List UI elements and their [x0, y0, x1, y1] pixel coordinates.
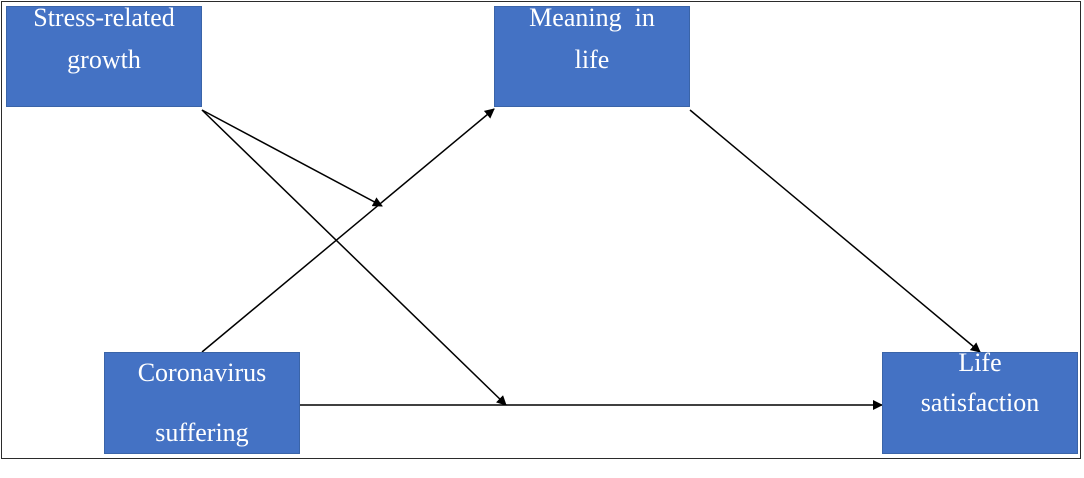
- node-label-line: Life: [958, 348, 1002, 377]
- node-label-line: Coronavirus: [137, 358, 267, 387]
- node-label-line: growth: [67, 44, 141, 74]
- arrow-stress-moderation-life: [201, 109, 507, 406]
- node-label-line: Meaning in: [529, 2, 655, 32]
- node-life-satisfaction: Life satisfaction: [882, 348, 1078, 454]
- path-arrows: [201, 108, 981, 410]
- arrow-corona-to-meaning: [201, 108, 495, 353]
- node-stress-related-growth: Stress-related growth: [6, 2, 202, 107]
- arrow-meaning-to-life: [689, 109, 981, 353]
- node-label-line: life: [574, 44, 610, 74]
- node-label-line: satisfaction: [920, 388, 1040, 417]
- arrow-stress-moderation-meaning: [201, 109, 383, 207]
- node-meaning-in-life: Meaning in life: [494, 2, 690, 107]
- node-coronavirus-suffering: Coronavirus suffering: [104, 352, 300, 454]
- node-label-line: suffering: [155, 418, 249, 447]
- node-label-line: Stress-related: [33, 2, 175, 32]
